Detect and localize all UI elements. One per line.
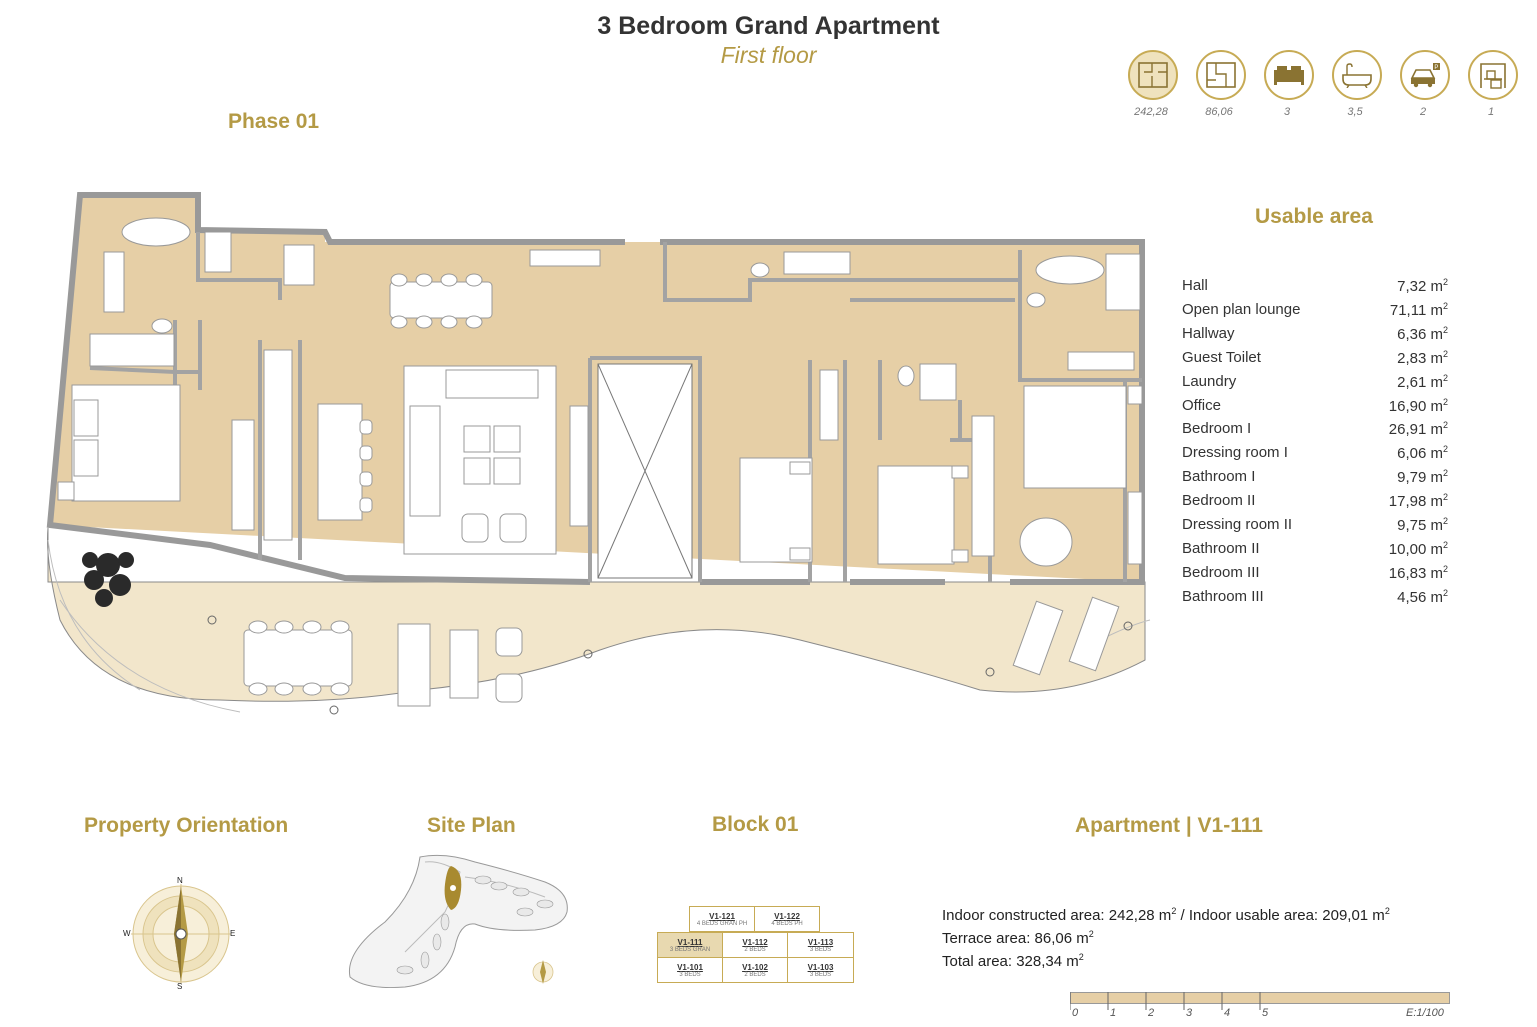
scale-label: 4 xyxy=(1224,1007,1231,1019)
apartment-title: Apartment | V1-111 xyxy=(1075,814,1263,837)
scale-label: 3 xyxy=(1186,1007,1193,1019)
bed-icon xyxy=(1264,50,1314,100)
storage-value: 1 xyxy=(1487,106,1495,118)
parking-icon: P xyxy=(1400,50,1450,100)
outer-walls xyxy=(46,192,1145,585)
parking-value: 2 xyxy=(1419,106,1427,118)
compass-w: W xyxy=(123,929,131,938)
page-title: 3 Bedroom Grand Apartment xyxy=(597,12,940,40)
scale-label: 1 xyxy=(1110,1007,1117,1019)
terrace-area-icon xyxy=(1196,50,1246,100)
bathrooms-value: 3,5 xyxy=(1347,106,1363,118)
scale-ratio: E:1/100 xyxy=(1406,1007,1444,1019)
area-summary-line-2: Terrace area: 86,06 m2 xyxy=(942,929,1094,947)
atrium xyxy=(597,363,693,579)
apartment-summary: Indoor constructed area: 242,28 m2 / Ind… xyxy=(942,902,1390,971)
indoor-area-value: 242,28 xyxy=(1134,106,1168,118)
compass-n: N xyxy=(177,876,183,885)
compass-icon xyxy=(131,884,231,984)
svg-text:P: P xyxy=(1434,65,1438,71)
compass-e: E xyxy=(230,929,236,938)
scale-label: 5 xyxy=(1262,1007,1269,1019)
bathtub-icon xyxy=(1332,50,1382,100)
interior-walls xyxy=(89,232,1142,582)
furniture xyxy=(57,217,1143,707)
indoor-area-icon xyxy=(1128,50,1178,100)
area-summary-line-1: Indoor constructed area: 242,28 m2 / Ind… xyxy=(942,906,1390,924)
phase-label: Phase 01 xyxy=(228,110,320,133)
scale-label: 2 xyxy=(1148,1007,1155,1019)
bedrooms-value: 3 xyxy=(1283,106,1291,118)
orientation-title: Property Orientation xyxy=(84,814,289,837)
scale-label: 0 xyxy=(1072,1007,1079,1019)
page-subtitle: First floor xyxy=(720,42,817,68)
block-title: Block 01 xyxy=(712,813,799,836)
usable-area-title: Usable area xyxy=(1255,205,1373,228)
plant xyxy=(82,552,134,607)
compass-s: S xyxy=(177,982,183,991)
storage-icon xyxy=(1468,50,1518,100)
area-summary-line-3: Total area: 328,34 m2 xyxy=(942,952,1084,970)
site-plan-map xyxy=(348,854,568,988)
terrace-area-value: 86,06 xyxy=(1205,106,1233,118)
scale-ticks xyxy=(1070,992,1261,1010)
site-plan-title: Site Plan xyxy=(427,814,516,837)
